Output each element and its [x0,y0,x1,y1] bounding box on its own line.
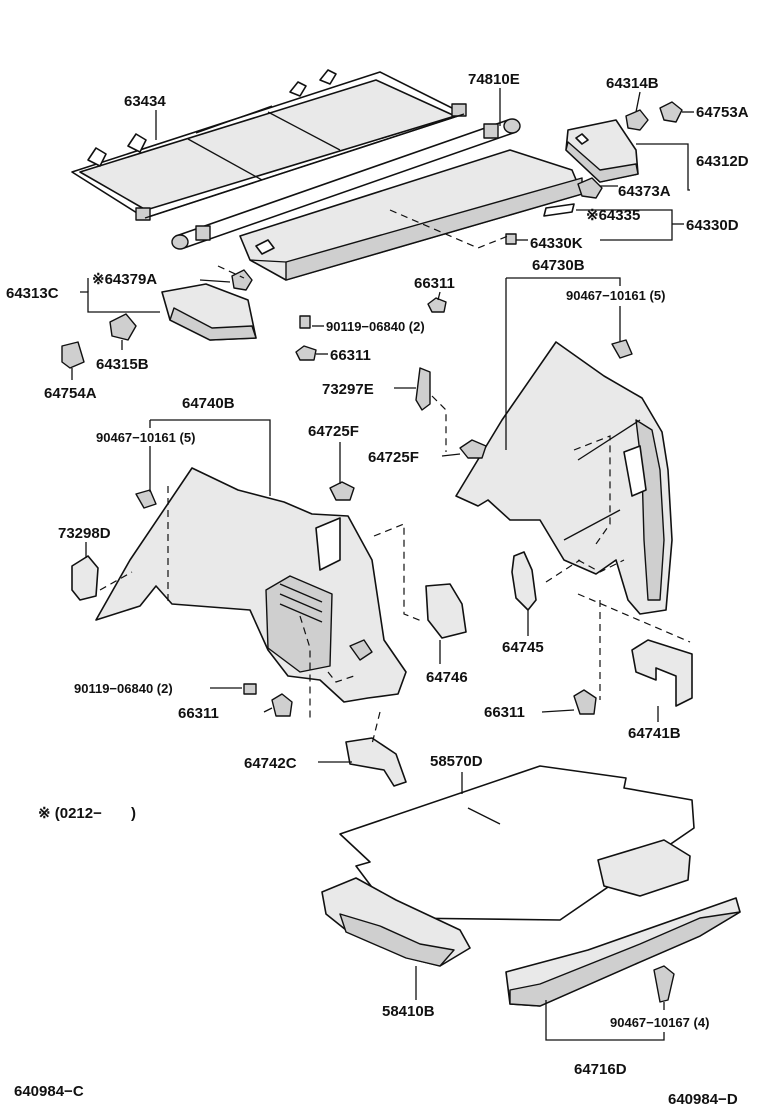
label-73297E: 73297E [322,381,374,398]
note-date-range: ※ (0212− ) [38,805,136,822]
sill-plate-part [505,897,741,1007]
label-64716D: 64716D [574,1061,627,1078]
label-66311-mid: 66311 [330,347,371,364]
label-90467-10161-right: 90467−10161 (5) [566,288,665,303]
nut-66311-mid-part [295,345,317,361]
label-64740B: 64740B [182,395,235,412]
part-labels: 63434 74810E 64314B 64753A 64312D 64373A… [6,71,749,1108]
side-box-left-part [161,283,257,341]
luggage-tray-part [321,839,691,967]
bolt-90119-top-part [299,315,311,329]
label-64314B: 64314B [606,75,659,92]
left-quarter-trim-part [95,467,407,703]
side-box-right-part [565,119,639,183]
clip-64725F-right-part [459,439,487,459]
label-64312D: 64312D [696,153,749,170]
label-64313C: 64313C [6,285,59,302]
label-90119-06840-bottom: 90119−06840 (2) [74,681,173,696]
label-64742C: 64742C [244,755,297,772]
clip-64315B-part [109,313,137,341]
tonneau-cover-part [71,69,467,221]
clip-64379A-part [231,269,253,291]
leader-lines [71,88,694,1041]
label-64730B: 64730B [532,257,585,274]
fastener-90467-right-part [611,339,633,359]
right-quarter-trim-part [455,341,673,615]
label-66311-right: 66311 [484,704,525,721]
label-73298D: 73298D [58,525,111,542]
clip-64314B-part [625,109,649,131]
label-64335: ※64335 [586,207,640,224]
label-64745: 64745 [502,639,544,656]
nut-66311-right-part [573,689,597,715]
label-64741B: 64741B [628,725,681,742]
bolt-90119-bottom-part [243,683,257,695]
clip-90467-10167-part [653,965,675,1003]
clip-64373A-part [577,177,603,199]
clip-64725F-left-part [329,481,355,501]
label-64373A: 64373A [618,183,671,200]
panel-64746-part [425,583,467,639]
clip-64753A-part [659,101,683,123]
label-64330D: 64330D [686,217,739,234]
label-64315B: 64315B [96,356,149,373]
illustration-code-right: 640984−D [668,1091,738,1108]
label-90467-10161-left: 90467−10161 (5) [96,430,195,445]
tonneau-rod-part [171,118,521,250]
nut-66311-left-part [271,693,293,717]
fastener-66311-top-part [427,297,447,313]
bracket-64742C-part [345,737,407,787]
bracket-64741B-part [631,639,693,707]
label-58410B: 58410B [382,1003,435,1020]
label-63434: 63434 [124,93,166,110]
label-66311-top: 66311 [414,275,455,292]
panel-64745-part [511,551,537,611]
label-58570D: 58570D [430,753,483,770]
luggage-mat-part [339,765,695,921]
label-64725F-left: 64725F [308,423,359,440]
fastener-90467-left-part [135,489,157,509]
label-64725F-right: 64725F [368,449,419,466]
label-90119-06840-top: 90119−06840 (2) [326,319,425,334]
label-64746: 64746 [426,669,468,686]
label-66311-left: 66311 [178,705,219,722]
label-64379A: ※64379A [92,271,157,288]
bracket-73298D-part [71,555,99,601]
label-74810E: 74810E [468,71,520,88]
label-64753A: 64753A [696,104,749,121]
bracket-73297E-part [415,367,431,411]
clip-64754A-part [61,341,85,369]
label-64754A: 64754A [44,385,97,402]
label-90467-10167: 90467−10167 (4) [610,1015,709,1030]
assembly-lines [99,209,691,745]
illustration-code-left: 640984−C [14,1083,84,1100]
label-64330K: 64330K [530,235,583,252]
